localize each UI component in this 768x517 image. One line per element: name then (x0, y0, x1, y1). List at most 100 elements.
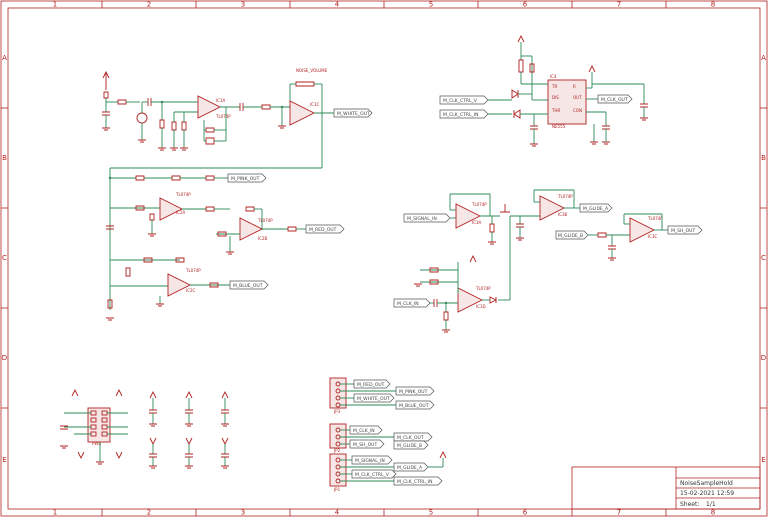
pin-label: OUT (573, 95, 582, 100)
opamp-ref: IC1C (310, 102, 320, 107)
resistor (209, 282, 219, 288)
capacitor (530, 125, 538, 130)
ground-symbol (640, 117, 648, 121)
pin-label: THR (551, 108, 560, 113)
connector-ref: JP3 (333, 409, 341, 414)
col-label: 3 (241, 1, 245, 9)
ground-symbol (156, 303, 164, 307)
capacitor (147, 98, 152, 106)
opamp-symbol (455, 203, 482, 229)
sheet-date: 15-02-2021 12:59 (680, 490, 734, 497)
resistor (171, 121, 177, 131)
clock-555-section: IC4 NE555 TR DIS OUT THR CON R M_CLK_CTR… (439, 34, 648, 147)
opamp-part: TL074P (647, 216, 663, 221)
ground-symbol (102, 127, 110, 131)
connector-jp1 (329, 453, 347, 487)
opamp-symbol (239, 217, 264, 241)
opamp-symbol (197, 95, 222, 119)
opamp-symbol (457, 287, 484, 313)
net-label-sh-out: M_SH_OUT (671, 228, 695, 234)
opamp-part: TL074P (557, 194, 573, 199)
opamp-ref: IC2C (186, 288, 196, 293)
conn-label-glide-a: M_GLIDE_A (397, 465, 423, 471)
capacitor (640, 103, 648, 108)
net-label-white-out: M_WHITE_OUT (333, 108, 373, 118)
color-noise-section: M_PINK_OUT TL074P IC2A TL074P IC2B M_RED… (106, 167, 345, 321)
opamp-ref: IC2A (176, 210, 186, 215)
net-label-blue-out: M_BLUE_OUT (233, 283, 263, 289)
potentiometer (295, 81, 315, 87)
resistor (429, 267, 439, 273)
supply-symbol (469, 254, 477, 263)
opamp-ref: IC1D (476, 304, 486, 309)
row-label: A (761, 54, 766, 62)
capacitor (608, 245, 616, 250)
col-label: 8 (711, 509, 715, 517)
capacitor (602, 125, 610, 130)
pin-label: CON (573, 108, 582, 113)
net-label-clk-ctrl-in: M_CLK_CTRL_IN (443, 112, 478, 118)
ground-symbol (530, 143, 538, 147)
col-label: 4 (335, 1, 340, 9)
col-label: 4 (335, 509, 340, 517)
col-label: 2 (147, 1, 151, 9)
power-header-ref: PWR (92, 441, 101, 446)
conn-label-red: M_RED_OUT (357, 382, 385, 388)
row-label: D (2, 354, 7, 362)
ground-symbol (138, 139, 146, 143)
conn-label-glide-b: M_GLIDE_B (397, 443, 422, 449)
resistor (261, 104, 271, 110)
diode (513, 109, 521, 119)
sheet-number: 1/1 (706, 501, 716, 508)
conn-label-clk-ctrl-v: M_CLK_CTRL_V (355, 472, 390, 478)
col-label: 5 (429, 509, 433, 517)
opamp-part: TL074P (471, 202, 487, 207)
ground-symbol (414, 283, 422, 287)
opamp-ref: IC3A (472, 220, 482, 225)
row-label: B (761, 154, 766, 162)
resistor (135, 175, 145, 181)
connector-ref: JP2 (333, 448, 341, 453)
resistor (135, 205, 145, 211)
transistor-symbol (136, 112, 148, 124)
opamp-part: TL074P (215, 114, 231, 119)
sheet-title: NoiseSampleHold (680, 480, 733, 487)
opamp-ref: IC2B (258, 236, 268, 241)
net-label-pink-out: M_PINK_OUT (231, 176, 260, 182)
conn-label-white: M_WHITE_OUT (357, 396, 390, 402)
col-label: 5 (429, 1, 433, 9)
resistor (103, 91, 109, 99)
opamp-symbol (539, 195, 566, 221)
pin-label: DIS (552, 95, 559, 100)
diode (489, 296, 498, 304)
jfet-switch (500, 204, 510, 213)
net-label-clk-in: M_CLK_IN (397, 301, 419, 307)
conn-label-pink: M_PINK_OUT (399, 389, 428, 395)
col-label: 6 (523, 509, 528, 517)
white-noise-section: IC1A TL074P NOISE_VOLUME IC1C (102, 68, 334, 168)
conn-label-signal-in: M_SIGNAL_IN (355, 458, 385, 464)
sample-hold-section: M_SIGNAL_IN TL074P IC3A TL074P IC3B (393, 189, 703, 333)
resistor (245, 206, 255, 212)
conn-label-clk-in: M_CLK_IN (353, 428, 375, 434)
net-label-red-out: M_RED_OUT (309, 227, 337, 233)
capacitor (149, 213, 155, 221)
ground-symbol (602, 141, 610, 145)
capacitor (433, 299, 438, 307)
capacitor (205, 137, 215, 145)
conn-label-sh-out: M_SH_OUT (353, 442, 377, 448)
resistor (489, 223, 495, 233)
ic-555-ref: IC4 (550, 74, 557, 79)
ic-555-body (547, 79, 587, 125)
col-label: 8 (711, 1, 715, 9)
supply-symbol (439, 450, 447, 459)
resistor (529, 63, 535, 73)
ground-symbol (516, 237, 524, 241)
decoupling-caps (149, 390, 229, 469)
title-block: NoiseSampleHold 15-02-2021 12:59 Sheet: … (571, 466, 761, 510)
supply-symbol (115, 451, 123, 460)
row-label: D (761, 354, 766, 362)
